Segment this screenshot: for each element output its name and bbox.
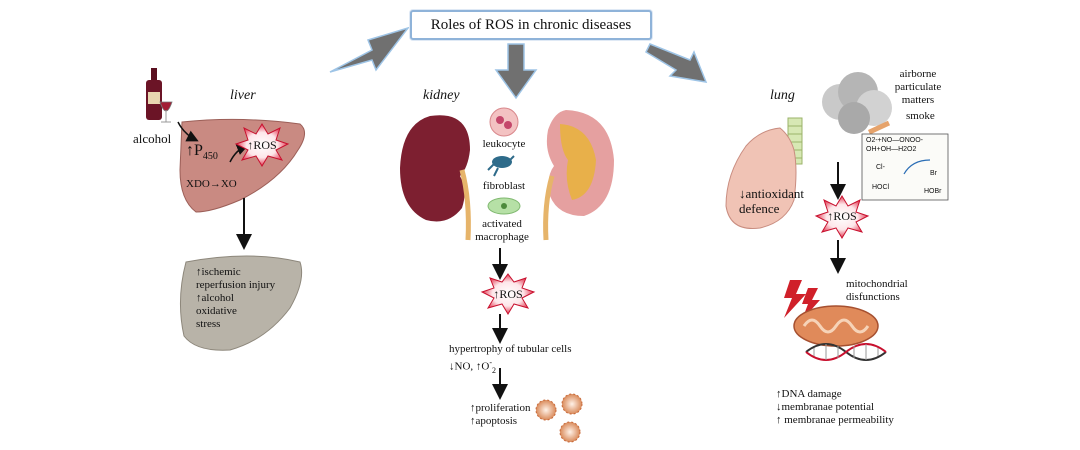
cirrhotic-liver-shape — [179, 255, 303, 351]
alcohol-arrow — [177, 121, 199, 142]
inset-line-2: OH+OH—H2O2 — [866, 146, 917, 153]
liver-outcome-line: ↑alcohol — [196, 292, 234, 304]
wine-bottle-icon — [146, 68, 162, 120]
wine-glass-icon — [159, 101, 173, 123]
lung-heading: lung — [770, 88, 795, 103]
kidney-outcome-line: ↑proliferation — [470, 402, 531, 414]
mito-label-line: mitochondrial — [846, 278, 908, 290]
airborne-label: airborne particulate matters — [880, 68, 956, 107]
lung-ros-label: ↑ROS — [827, 209, 857, 223]
inset-curve-arrow — [903, 159, 931, 175]
antioxidant-label-line: defence — [739, 201, 780, 216]
liver-outcome-line: stress — [196, 318, 221, 330]
airborne-label-line: airborne — [899, 68, 937, 80]
proliferating-cells-icon — [535, 393, 583, 443]
liver-outcomes: ↑ischemic reperfusion injury ↑alcohol ox… — [196, 266, 275, 331]
antioxidant-label-line: ↓antioxidant — [739, 186, 804, 201]
no-prefix: ↓NO, ↑O — [449, 360, 490, 373]
lung-shape — [725, 127, 797, 230]
inset-line-1: O2-+NO—ONOO- — [866, 137, 923, 144]
kidney-left-shape — [400, 115, 470, 222]
kidney-heading: kidney — [423, 88, 460, 103]
macrophage-label-line: macrophage — [475, 231, 529, 243]
airborne-label-line: matters — [901, 94, 935, 106]
particulate-cloud-icon — [822, 72, 892, 134]
inset-hocl: HOCl — [872, 184, 890, 191]
mito-label-line: disfunctions — [846, 291, 900, 303]
kidney-outcomes: ↑proliferation ↑apoptosis — [470, 402, 530, 428]
fibroblast-label: fibroblast — [482, 180, 526, 192]
liver-outcome-line: reperfusion injury — [196, 279, 276, 291]
hypertrophy-label: hypertrophy of tubular cells — [449, 343, 572, 355]
liver-ros-label: ↑ROS — [247, 138, 277, 152]
kidney-ros-label: ↑ROS — [493, 287, 523, 301]
smoke-label: smoke — [906, 110, 935, 122]
leukocyte-label: leukocyte — [482, 138, 526, 150]
p450-subscript: 450 — [202, 151, 218, 163]
mitochondrion-icon — [793, 305, 879, 347]
chemistry-inset-box — [861, 133, 949, 201]
alcohol-label: alcohol — [133, 131, 172, 146]
fibroblast-icon — [487, 155, 515, 177]
ros-burst-liver — [234, 123, 290, 167]
liver-outcome-line: ↑ischemic — [196, 266, 241, 278]
airborne-label-line: particulate — [894, 81, 942, 93]
cigarette-icon — [868, 120, 891, 135]
arrow-to-liver — [329, 26, 410, 73]
no-superoxide-label: ↓NO, ↑O-2 — [449, 356, 496, 377]
liver-shape — [179, 118, 305, 213]
ureter-left — [459, 169, 471, 241]
lung-outcome-line: ↑DNA damage — [776, 388, 842, 400]
diagram-title: Roles of ROS in chronic diseases — [410, 10, 652, 40]
ureter-right — [543, 175, 555, 241]
ros-burst-lung — [814, 195, 870, 239]
inset-hobr: HOBr — [924, 188, 942, 195]
macrophage-label-line: activated — [482, 218, 522, 230]
inset-equations: O2-+NO—ONOO- OH+OH—H2O2 — [866, 136, 923, 154]
antioxidant-label: ↓antioxidant defence — [739, 186, 804, 216]
inset-br: Br — [930, 170, 937, 177]
macrophage-label: activated macrophage — [462, 218, 542, 244]
leukocyte-icon — [489, 107, 519, 137]
arrow-to-kidney — [494, 43, 538, 100]
p450-label: ↑P450 — [186, 142, 218, 162]
dna-helix-icon — [805, 343, 887, 361]
p450-prefix: ↑P — [186, 142, 203, 159]
kidney-outcome-line: ↑apoptosis — [470, 415, 518, 427]
inset-cl: Cl- — [876, 164, 885, 171]
mito-label: mitochondrial disfunctions — [846, 278, 908, 304]
no-superscript: - — [489, 358, 493, 367]
no-subscript: 2 — [492, 365, 497, 375]
ros-burst-kidney — [480, 273, 536, 315]
macrophage-icon — [487, 197, 521, 215]
lung-outcome-line: ↓membranae potential — [776, 401, 875, 413]
lung-outcomes: ↑DNA damage ↓membranae potential ↑ membr… — [776, 388, 894, 427]
xdo-label: XDO→XO — [186, 178, 237, 190]
liver-outcome-line: oxidative — [196, 305, 237, 317]
liver-heading: liver — [230, 88, 256, 103]
lung-outcome-line: ↑ membranae permeability — [776, 414, 894, 426]
arrow-to-lung — [645, 43, 708, 83]
